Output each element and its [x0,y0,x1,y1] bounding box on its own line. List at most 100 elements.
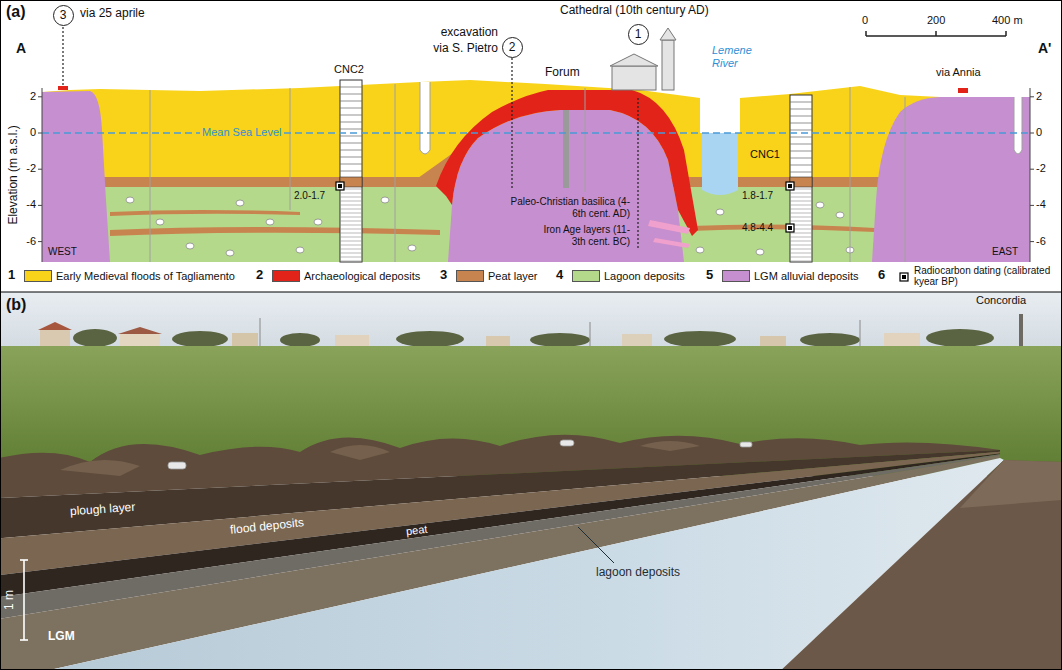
borehole-line [905,97,906,262]
axis [1030,205,1034,206]
axis [38,205,42,206]
axis [1030,241,1034,242]
core-stripe [340,197,362,198]
trees [926,329,994,347]
legend-number: 2 [256,268,263,283]
tick-label: -4 [26,198,36,210]
tick-label: 0 [18,126,36,139]
tick-label: -6 [26,235,36,247]
axis-title: Elevation (m a.s.l.) [6,125,20,224]
site-name: Cathedral (10th century AD) [560,3,709,17]
cathedral-icon [612,66,656,90]
site-name: Forum [545,66,580,80]
core-stripe [790,158,812,159]
core-stripe [790,109,812,110]
legend-number: 2 [256,267,263,282]
core-name: CNC1 [750,148,780,161]
borehole-line [150,90,151,262]
shell-symbol [816,202,824,208]
scale-bar [866,31,1006,36]
legend-swatch [722,270,750,282]
legend-symbol [896,269,912,285]
tick-label: -6 [1036,235,1046,247]
layer-label: peat [405,523,428,538]
radiocarbon-symbol [786,182,794,190]
tick-label: -6 [18,235,36,248]
legend-number: 4 [556,267,563,282]
core-stripe [790,130,812,131]
axis-title: Elevation (m a.s.l.) [7,110,21,240]
legend-text: Peat layer [488,270,538,282]
legend-text: LGM alluvial deposits [754,270,859,282]
core-stripe [790,172,812,173]
core-stripe [340,249,362,250]
core-stripe [790,116,812,117]
layer-label: LGM [48,630,75,644]
site-name: via 25 aprile [80,7,145,21]
core-stripe [790,249,812,250]
shell-symbol [716,209,724,215]
legend-number: 6 [878,267,885,282]
tick-label: 2 [1036,90,1042,103]
tick-label: -4 [18,198,36,211]
core-stripe [790,102,812,103]
shell-symbol [381,197,389,203]
core-stripe [340,193,362,194]
callout-number: 3 [60,9,67,21]
legend-text: Lagoon deposits [604,270,685,282]
core-stripe [790,245,812,246]
pipe [168,462,186,469]
core-stripe [340,257,362,258]
borehole-line [420,82,430,154]
panel-letter: (a) [6,3,26,20]
tick-label: -4 [1036,198,1046,210]
radiocarbon-symbol [788,226,792,230]
legend-text: Early Medieval floods of Tagliamento [56,270,235,282]
scale-label: 400 m [992,14,1023,26]
shell-symbol [156,219,164,225]
radiocarbon-symbol [900,273,908,281]
panel-ground [0,0,1062,292]
core-stripe [790,151,812,152]
radiocarbon-symbol [336,182,344,190]
legend-swatch [572,270,600,282]
trees [800,333,860,347]
horizon-buildings [232,333,258,346]
legend-number: 3 [440,268,447,283]
direction-label: EAST [992,246,1018,257]
peat-lens [110,210,300,216]
radiocarbon-symbol [900,273,908,281]
shell-symbol [266,219,274,225]
tick-label: -4 [1036,198,1046,211]
callout-circle: 1 [628,24,649,45]
iron-age-layers [648,220,690,248]
core-stripe [790,217,812,218]
tick-label: 2 [1036,90,1042,102]
horizon-buildings [760,336,786,346]
lgm-deposits [42,91,110,262]
tick-label: 2 [30,90,36,102]
field-photo [0,292,1062,670]
callout-number: 1 [635,28,642,40]
core-stripe [790,213,812,214]
core-log [340,80,362,262]
dotted-leader [637,98,638,250]
panel-letter: (b) [6,296,26,314]
tick-label: -2 [1036,162,1046,175]
core-name: CNC2 [334,63,364,75]
core-stripe [340,221,362,222]
scale-label: 1 m [3,588,17,612]
borehole-line [395,84,396,262]
site-name: via S. Pietro [433,41,498,55]
trees [172,331,228,347]
borehole-line [585,88,586,192]
date-label: 2.0-1.7 [294,190,325,202]
archaeological-deposits [958,88,968,93]
trees [73,329,117,347]
scale-bar [23,560,25,640]
date-label: 4.8-4.4 [742,222,773,234]
core-stripe [340,108,362,109]
core-log [336,80,812,262]
scale-label: 1 m [2,590,16,610]
cathedral-icon [662,40,674,90]
